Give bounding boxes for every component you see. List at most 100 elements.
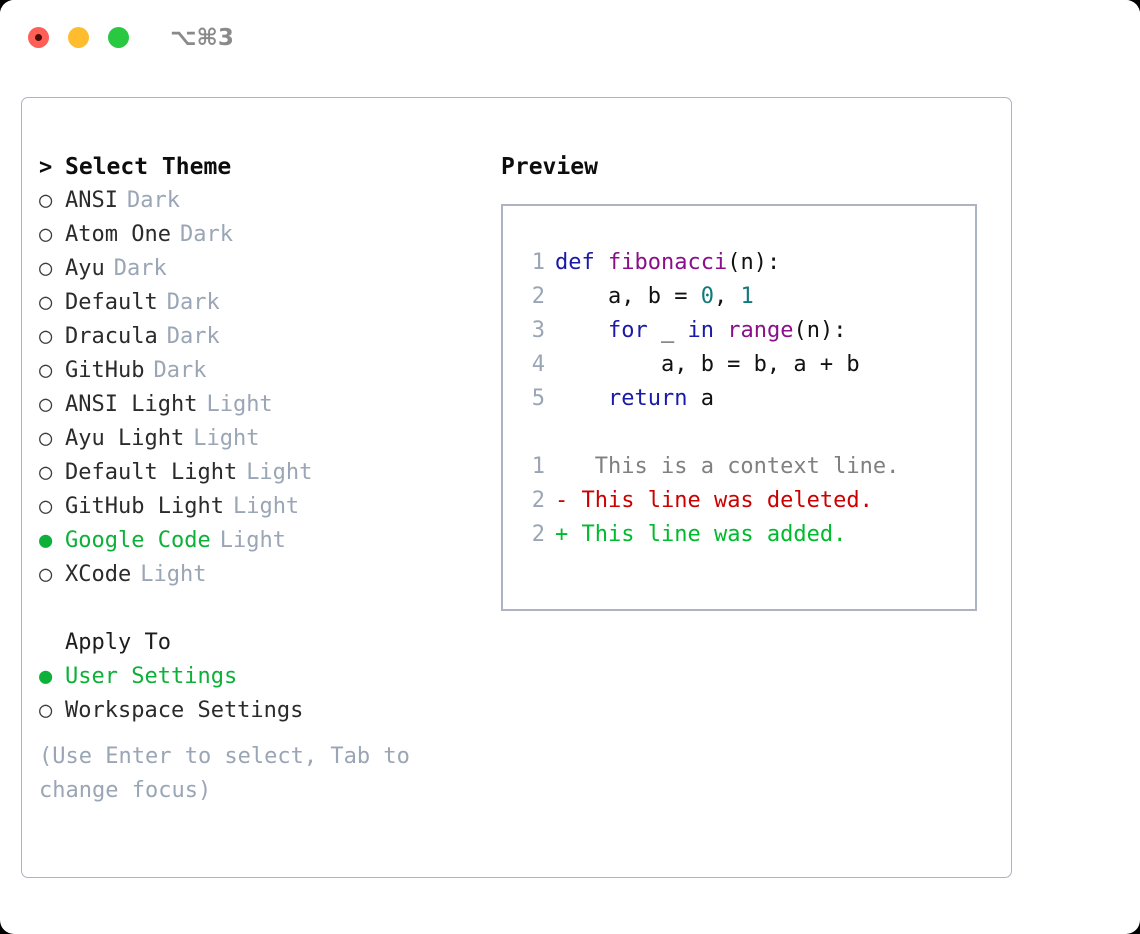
line-number: 4 (531, 352, 545, 377)
title-bar: ⌥⌘3 (0, 0, 1140, 78)
theme-category-label: Dark (166, 290, 220, 315)
apply-to-heading: Apply To (39, 626, 479, 660)
code-token: for (555, 318, 661, 343)
theme-option-ayu[interactable]: ○ Ayu Dark (39, 252, 479, 286)
line-number: 2 (531, 284, 545, 309)
preview-title: Preview (501, 154, 598, 180)
radio-unselected-icon: ○ (39, 222, 53, 247)
list-spacer (39, 592, 479, 626)
minimize-window-icon[interactable] (68, 27, 89, 48)
diff-text: This line was deleted. (568, 488, 873, 513)
keyboard-hint-line-2: change focus) (39, 778, 212, 803)
theme-category-label: Dark (166, 324, 220, 349)
code-token: _ (660, 318, 688, 343)
theme-category-label: Light (232, 494, 300, 519)
code-line: 3 for _ in range(n): (503, 314, 975, 348)
theme-option-default[interactable]: ○ Default Dark (39, 286, 479, 320)
theme-category-label: Light (193, 426, 260, 451)
theme-category-label: Light (219, 528, 286, 553)
line-number: 5 (531, 386, 545, 411)
code-token: (n): (727, 250, 781, 275)
theme-category-label: Dark (126, 188, 180, 213)
theme-category-label: Light (206, 392, 273, 417)
keyboard-shortcut-label: ⌥⌘3 (170, 25, 234, 51)
radio-unselected-icon: ○ (39, 324, 53, 349)
code-line: 5 return a (503, 382, 975, 416)
line-number: 1 (531, 250, 545, 275)
theme-option-label: Default (65, 290, 158, 315)
radio-unselected-icon: ○ (39, 494, 53, 519)
code-token: (n): (793, 318, 847, 343)
theme-option-label: Atom One (65, 222, 171, 247)
code-token: a, b = (555, 284, 701, 309)
code-line: 2 a, b = 0, 1 (503, 280, 975, 314)
theme-option-google-code[interactable]: ● Google Code Light (39, 524, 479, 558)
theme-option-ansi[interactable]: ○ ANSI Dark (39, 184, 479, 218)
code-line: 1 def fibonacci(n): (503, 246, 975, 280)
diff-line: 2 + This line was added. (503, 518, 975, 552)
radio-unselected-icon: ○ (39, 392, 53, 417)
apply-to-option-workspace-settings[interactable]: ○ Workspace Settings (39, 694, 479, 728)
keyboard-hint: (Use Enter to select, Tab to change focu… (39, 740, 449, 808)
radio-unselected-icon: ○ (39, 460, 53, 485)
keyboard-hint-line-1: (Use Enter to select, Tab to (39, 744, 410, 769)
preview-gap (503, 416, 975, 450)
apply-to-option-label: Workspace Settings (65, 698, 304, 723)
apply-to-option-user-settings[interactable]: ● User Settings (39, 660, 479, 694)
radio-unselected-icon: ○ (39, 256, 53, 281)
code-token: , (713, 284, 741, 309)
apply-to-option-label: User Settings (65, 664, 238, 689)
theme-option-label: ANSI (65, 188, 118, 213)
apply-to-heading-label: Apply To (65, 630, 171, 655)
theme-option-label: GitHub (65, 358, 145, 383)
diff-marker: + (555, 522, 569, 547)
line-number: 2 (531, 488, 545, 513)
code-token: range (727, 318, 794, 343)
diff-marker: - (555, 488, 569, 513)
radio-unselected-icon: ○ (39, 426, 53, 451)
maximize-window-icon[interactable] (108, 27, 129, 48)
theme-category-label: Dark (113, 256, 167, 281)
diff-line: 2- This line was deleted. (503, 484, 975, 518)
theme-option-label: Ayu (65, 256, 105, 281)
theme-option-label: XCode (65, 562, 132, 587)
theme-option-dracula[interactable]: ○ Dracula Dark (39, 320, 479, 354)
diff-marker (555, 454, 568, 479)
close-window-icon[interactable] (28, 27, 49, 48)
code-token: 1 (740, 284, 754, 309)
diff-text: This line was added. (568, 522, 847, 547)
theme-category-label: Light (246, 460, 313, 485)
theme-list-header-label: Select Theme (65, 154, 232, 180)
code-token: 0 (700, 284, 714, 309)
line-number: 3 (531, 318, 545, 343)
radio-unselected-icon: ○ (39, 290, 53, 315)
radio-unselected-icon: ○ (39, 698, 53, 723)
prompt-caret-icon: > (39, 155, 53, 180)
code-token: a (700, 386, 714, 411)
code-token: a, b = b, a + b (555, 352, 860, 377)
radio-selected-icon: ● (39, 664, 53, 689)
line-number: 2 (531, 522, 545, 547)
code-token: fibonacci (607, 250, 728, 275)
radio-unselected-icon: ○ (39, 562, 53, 587)
theme-list-header: > Select Theme (39, 150, 479, 184)
radio-selected-icon: ● (39, 528, 53, 553)
code-token: def (555, 250, 608, 275)
diff-text: This is a context line. (568, 454, 900, 479)
radio-unselected-icon: ○ (39, 188, 53, 213)
theme-option-github-light[interactable]: ○ GitHub Light Light (39, 490, 479, 524)
diff-sample: 1 This is a context line.2- This line wa… (503, 450, 975, 552)
code-token: in (687, 318, 728, 343)
theme-option-label: Dracula (65, 324, 158, 349)
theme-option-label: GitHub Light (65, 494, 224, 519)
theme-option-label: Google Code (65, 528, 211, 553)
